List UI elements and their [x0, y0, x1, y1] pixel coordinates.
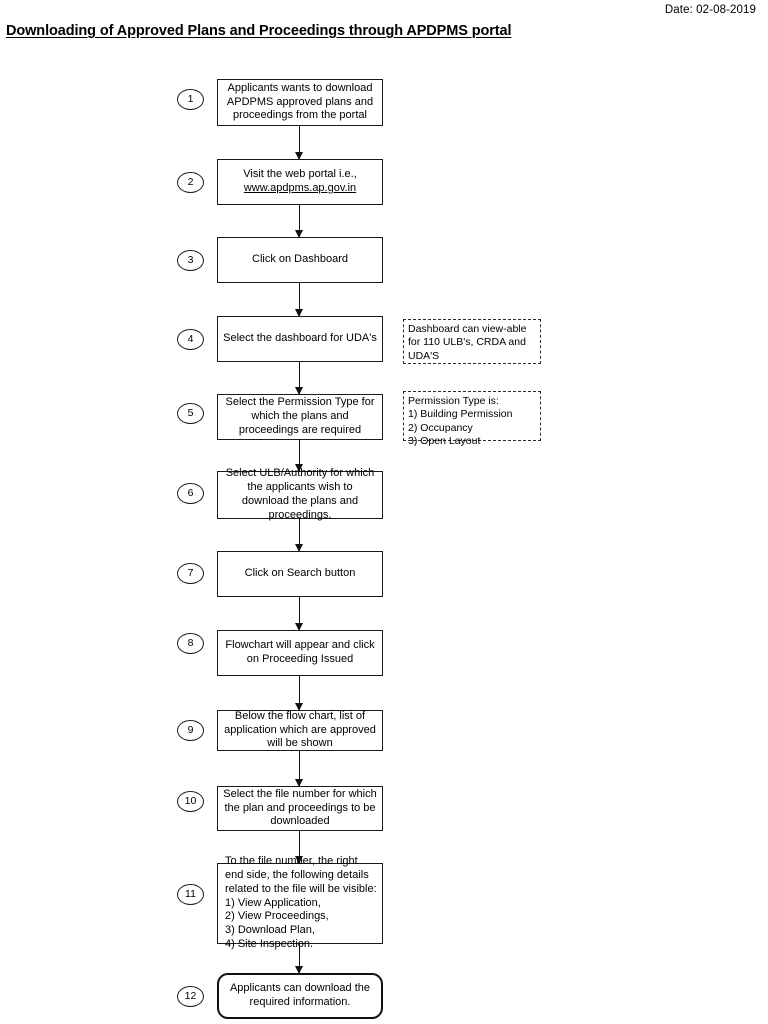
flow-step-box-1: Applicants wants to download APDPMS appr…	[217, 79, 383, 126]
connector-9-to-10	[295, 751, 303, 787]
page-title: Downloading of Approved Plans and Procee…	[6, 23, 512, 39]
flow-note-box-2: Permission Type is: 1) Building Permissi…	[403, 391, 541, 447]
step-marker-6: 6	[177, 483, 204, 504]
flow-step-box-12: Applicants can download the required inf…	[217, 973, 383, 1019]
flow-step-text-10: Select the file number for which the pla…	[223, 787, 377, 828]
step-marker-7: 7	[177, 563, 204, 584]
step-marker-2: 2	[177, 172, 204, 193]
flow-step-text-7: Click on Search button	[244, 567, 356, 580]
connector-3-to-4	[295, 283, 303, 317]
step-number-label: 4	[187, 333, 194, 346]
step-marker-11: 11	[177, 884, 204, 905]
step-marker-1: 1	[177, 89, 204, 110]
flow-step-box-10: Select the file number for which the pla…	[217, 786, 383, 831]
flow-step-box-3: Click on Dashboard	[217, 237, 383, 283]
flow-step-text-5: Select the Permission Type for which the…	[225, 396, 375, 436]
flow-note-box-1: Dashboard can view-able for 110 ULB's, C…	[403, 319, 541, 364]
flow-step-text-1: Applicants wants to download APDPMS appr…	[226, 81, 374, 122]
flow-step-box-5: Select the Permission Type for which the…	[217, 394, 383, 440]
connector-6-to-7	[295, 519, 303, 552]
step-marker-5: 5	[177, 403, 204, 424]
flow-step-text-3: Click on Dashboard	[252, 253, 348, 266]
flow-step-text-4: Select the dashboard for UDA's	[223, 332, 377, 345]
step-number-label: 9	[187, 724, 194, 737]
step-number-label: 1	[187, 93, 194, 106]
step-number-label: 10	[184, 795, 197, 808]
flow-step-text-8: Flowchart will appear and click on Proce…	[225, 639, 375, 665]
flow-step-text-6: Select ULB/Authority for which the appli…	[225, 467, 375, 521]
step-number-label: 12	[184, 990, 197, 1003]
step-marker-8: 8	[177, 633, 204, 654]
portal-url-link[interactable]: www.apdpms.ap.gov.in	[243, 182, 357, 194]
flow-step-box-4: Select the dashboard for UDA's	[217, 316, 383, 362]
flow-step-box-2: Visit the web portal i.e.,www.apdpms.ap.…	[217, 159, 383, 205]
step-number-label: 3	[187, 254, 194, 267]
connector-10-to-11	[295, 831, 303, 864]
flow-step-text-2: Visit the web portal i.e.,www.apdpms.ap.…	[243, 168, 357, 194]
step-number-label: 5	[187, 407, 194, 420]
flow-note-text-1: Dashboard can view-able for 110 ULB's, C…	[408, 323, 527, 362]
connector-8-to-9	[295, 676, 303, 711]
doc-date: Date: 02-08-2019	[664, 4, 756, 16]
flow-note-text-2: Permission Type is: 1) Building Permissi…	[408, 395, 513, 448]
step-marker-4: 4	[177, 329, 204, 350]
connector-7-to-8	[295, 597, 303, 631]
connector-5-to-6	[295, 440, 303, 472]
step-marker-9: 9	[177, 720, 204, 741]
step-number-label: 7	[187, 567, 194, 580]
step-marker-3: 3	[177, 250, 204, 271]
step-number-label: 2	[187, 176, 194, 189]
connector-1-to-2	[295, 126, 303, 160]
step-marker-10: 10	[177, 791, 204, 812]
step-number-label: 11	[185, 888, 196, 901]
flow-step-box-7: Click on Search button	[217, 551, 383, 597]
step-number-label: 8	[187, 637, 194, 650]
flow-step-box-8: Flowchart will appear and click on Proce…	[217, 630, 383, 676]
connector-2-to-3	[295, 205, 303, 238]
flow-step-text-9: Below the flow chart, list of applicatio…	[224, 709, 376, 750]
flow-step-text-11: To the file number, the right end side, …	[225, 854, 377, 951]
step-number-label: 6	[187, 487, 194, 500]
flow-step-box-11: To the file number, the right end side, …	[217, 855, 383, 950]
flow-step-box-6: Select ULB/Authority for which the appli…	[217, 467, 383, 521]
connector-4-to-5	[295, 362, 303, 395]
step-marker-12: 12	[177, 986, 204, 1007]
flow-step-text-12: Applicants can download the required inf…	[229, 982, 371, 1008]
flow-step-box-9: Below the flow chart, list of applicatio…	[217, 710, 383, 751]
connector-11-to-12	[295, 944, 303, 974]
